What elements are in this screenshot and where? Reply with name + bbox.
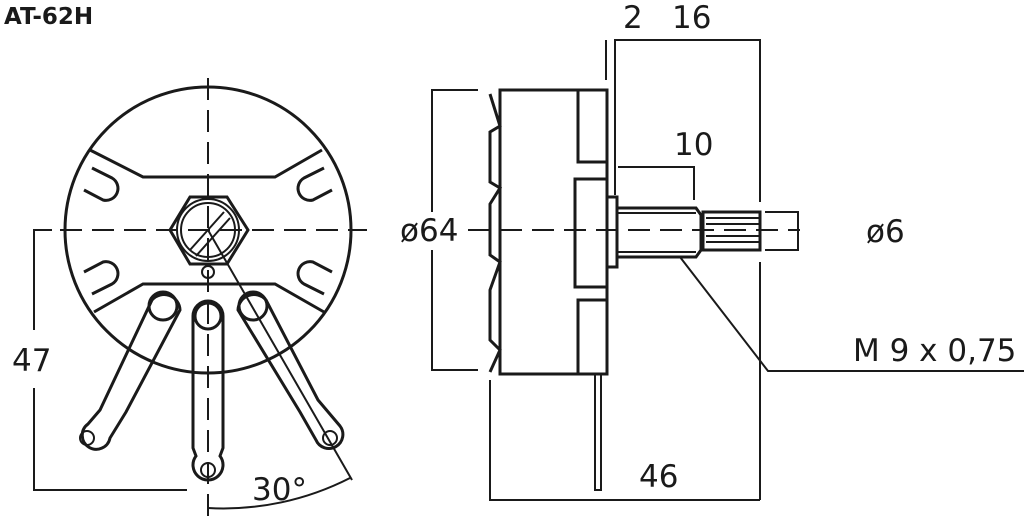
body-housing	[498, 88, 609, 376]
solder-pin	[594, 373, 602, 491]
front-view: 47 30°	[12, 78, 367, 522]
angle-arc	[207, 477, 351, 510]
terminal-right	[236, 290, 345, 450]
dim-diameter-64: ø64	[400, 213, 458, 249]
dim-10-label: 10	[674, 127, 713, 163]
threaded-bushing	[617, 206, 703, 259]
dim-30-label: 30°	[252, 472, 307, 508]
side-view: ø64 2 16 10 ø6 M 9 x 0,75 46	[400, 0, 1024, 501]
dim-46-label: 46	[639, 459, 678, 495]
shaft-inner	[180, 202, 236, 258]
dim-47-line-top	[33, 229, 52, 330]
dim-16-label: 16	[672, 0, 711, 36]
bushing-flange	[605, 195, 619, 269]
locating-pin	[201, 265, 215, 279]
angle-ray	[207, 229, 353, 481]
dim-47-line-bottom	[33, 388, 187, 491]
model-title: AT-62H	[4, 4, 93, 30]
thread-spec-label: M 9 x 0,75	[853, 333, 1016, 369]
dim-47-label: 47	[12, 343, 51, 379]
dim-2-label: 2	[623, 0, 643, 36]
terminal-middle	[191, 299, 225, 482]
thread-leader	[679, 256, 1024, 372]
top-flat	[89, 148, 323, 179]
mounting-slots	[83, 166, 333, 296]
bottom-flat	[93, 282, 325, 314]
dim-diameter-6: ø6	[866, 214, 905, 250]
terminal-left	[79, 290, 182, 451]
shaft-outer	[176, 198, 240, 262]
